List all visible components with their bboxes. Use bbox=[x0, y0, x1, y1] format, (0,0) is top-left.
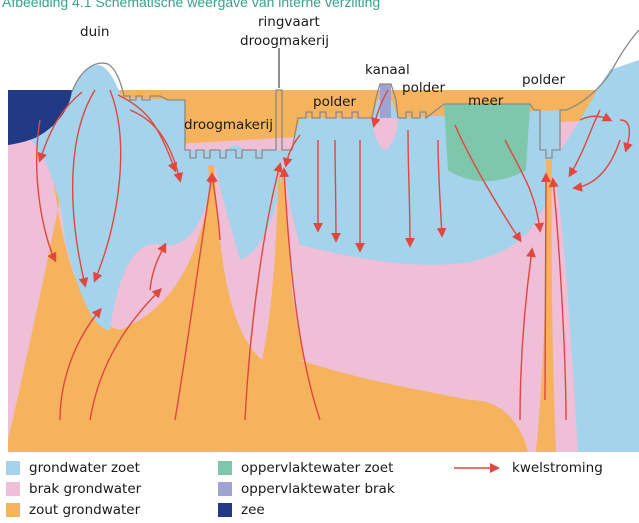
label-polder-1: polder bbox=[313, 94, 356, 110]
legend-label: oppervlaktewater brak bbox=[241, 481, 395, 497]
legend-label: kwelstroming bbox=[512, 460, 603, 476]
seepage-arrow bbox=[279, 167, 321, 421]
seepage-arrow bbox=[37, 91, 83, 163]
fresh-groundwater-lens bbox=[221, 145, 249, 205]
swatch-fresh-surface-water bbox=[218, 461, 232, 475]
kanaal-surface-water bbox=[380, 84, 391, 118]
seepage-arrow-icon bbox=[454, 463, 500, 473]
label-polder-2: polder bbox=[402, 80, 445, 96]
legend-item-fresh-surface-water: oppervlaktewater zoet bbox=[218, 459, 393, 477]
label-kanaal: kanaal bbox=[365, 62, 410, 78]
seepage-arrow bbox=[208, 172, 221, 241]
legend-label: grondwater zoet bbox=[29, 460, 140, 476]
swatch-salt-groundwater bbox=[6, 503, 20, 517]
seepage-arrow bbox=[36, 119, 57, 263]
swatch-brackish-groundwater bbox=[6, 482, 20, 496]
seepage-arrow bbox=[579, 112, 613, 122]
swatch-fresh-groundwater bbox=[6, 461, 20, 475]
seepage-arrow bbox=[436, 139, 447, 238]
swatch-sea bbox=[218, 503, 232, 517]
seepage-arrow bbox=[59, 307, 102, 421]
salt-plume-droogmakerij-left bbox=[188, 165, 230, 300]
seepage-arrow bbox=[519, 247, 536, 421]
seepage-arrow bbox=[454, 124, 522, 243]
salt-plume-ringvaart bbox=[262, 160, 305, 360]
seepage-arrow bbox=[548, 177, 567, 421]
label-meer: meer bbox=[468, 93, 504, 109]
seepage-arrow bbox=[331, 139, 341, 243]
seepage-arrow bbox=[504, 139, 544, 233]
legend-label: brak grondwater bbox=[29, 481, 142, 497]
seepage-arrow bbox=[371, 89, 389, 128]
legend-item-sea: zee bbox=[218, 501, 265, 519]
seepage-arrow bbox=[405, 129, 415, 248]
legend-label: zout grondwater bbox=[29, 502, 141, 518]
seepage-arrow bbox=[117, 94, 178, 173]
seepage-arrow bbox=[71, 89, 96, 288]
legend-item-brackish-groundwater: brak grondwater bbox=[6, 480, 141, 498]
meer-surface-water bbox=[444, 104, 530, 182]
label-droogmakerij: droogmakerij bbox=[184, 117, 273, 133]
seepage-arrow bbox=[89, 288, 162, 421]
label-ringvaart-droogmakerij: droogmakerij bbox=[240, 33, 329, 49]
seepage-arrows bbox=[36, 89, 633, 421]
legend-item-seepage-flow: kwelstroming bbox=[452, 459, 603, 477]
seepage-arrow bbox=[244, 162, 283, 421]
fresh-groundwater-deep bbox=[585, 120, 639, 452]
legend-label: oppervlaktewater zoet bbox=[241, 460, 394, 476]
seepage-arrow bbox=[619, 119, 633, 153]
legend-item-salt-groundwater: zout grondwater bbox=[6, 501, 140, 519]
label-polder-3: polder bbox=[522, 72, 565, 88]
seepage-arrow bbox=[572, 139, 621, 192]
legend-label: zee bbox=[241, 502, 265, 518]
salinization-cross-section: duin ringvaart droogmakerij kanaal droog… bbox=[8, 14, 639, 452]
ground-surface-line bbox=[71, 29, 639, 159]
label-ringvaart: ringvaart bbox=[258, 14, 320, 30]
figure-caption: Afbeelding 4.1 Schematische weergave van… bbox=[2, 0, 381, 10]
seepage-arrow bbox=[93, 89, 122, 283]
swatch-brackish-surface-water bbox=[218, 482, 232, 496]
label-duin: duin bbox=[80, 24, 109, 40]
legend-item-fresh-groundwater: grondwater zoet bbox=[6, 459, 140, 477]
legend: grondwater zoet oppervlaktewater zoet kw… bbox=[0, 455, 639, 523]
legend-item-brackish-surface-water: oppervlaktewater brak bbox=[218, 480, 395, 498]
seepage-arrow bbox=[149, 242, 167, 291]
seepage-arrow bbox=[282, 134, 301, 168]
sea-area bbox=[8, 90, 72, 145]
seepage-arrow bbox=[541, 172, 551, 401]
seepage-arrow bbox=[568, 109, 601, 178]
seepage-arrow bbox=[129, 109, 184, 183]
seepage-arrow bbox=[174, 172, 216, 421]
